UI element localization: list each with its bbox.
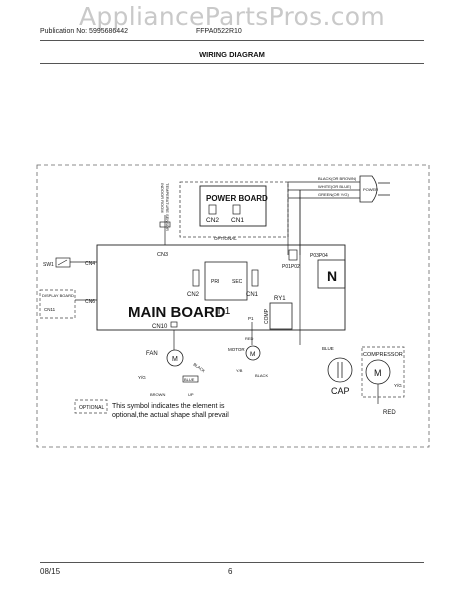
page-number: 6 — [228, 567, 233, 576]
cn3-label: CN3 — [157, 252, 168, 258]
cn2-lower-label: CN2 — [187, 292, 200, 298]
display-board-label: DISPLAY BOARD — [42, 293, 74, 298]
legend-text-line-1: This symbol indicates the element is — [112, 403, 225, 410]
title-rule — [40, 63, 424, 64]
model-number: FFPA0522R10 — [196, 28, 242, 35]
cn1-lower-connector — [251, 269, 259, 287]
main-board-label: MAIN BOARD — [128, 304, 226, 321]
outer-frame — [36, 164, 430, 448]
sensor-label-2: TEMPERATURE SENSOR — [165, 183, 170, 231]
compressor-red-label: RED — [383, 410, 396, 416]
fan-blue-label: BLUE — [184, 377, 195, 382]
motor-black-label: BLACK — [255, 373, 268, 378]
sw1-contact — [57, 259, 68, 266]
cn10-connector — [170, 321, 178, 328]
transformer-pri: PRI — [211, 279, 219, 285]
comp-relay-label: COMP — [264, 308, 270, 324]
compressor-label: COMPRESSOR — [363, 352, 403, 358]
power-board-label: POWER BOARD — [206, 194, 268, 203]
compressor-m: M — [374, 368, 382, 378]
sensor-label-1: INDOOR ROOM — [160, 183, 165, 213]
sensor-probe — [159, 221, 171, 228]
sw1-label: SW1 — [43, 262, 54, 268]
p03p04-label: P03P04 — [310, 253, 328, 259]
p01p02-connector — [288, 249, 298, 261]
fan-brown-label: BROWN — [150, 392, 165, 397]
swing-motor-m: M — [250, 351, 255, 358]
legend-optional-box — [74, 399, 108, 414]
power-wire-label-3: GREEN(OR Y/G) — [318, 192, 349, 197]
transformer-label: T 1 — [216, 306, 231, 317]
cn2-connector — [208, 204, 217, 215]
footer-date: 08/15 — [40, 567, 61, 576]
fan-up-label: UP — [188, 392, 194, 397]
motor-yb-label: Y/B — [236, 368, 243, 373]
power-plug-label: POWER — [363, 187, 378, 192]
power-wire-label-1: BLACK(OR BROWN) — [318, 176, 357, 181]
fan-motor-m: M — [172, 356, 178, 363]
power-board-box — [199, 185, 267, 227]
neutral-label: N — [327, 268, 337, 284]
footer-rule — [40, 562, 424, 563]
cn2-lower-connector — [192, 269, 200, 287]
page-title: WIRING DIAGRAM — [199, 50, 265, 59]
power-wire-label-2: WHITE(OR BLUE) — [318, 184, 352, 189]
sw1-switch — [55, 257, 71, 268]
fan-black-label: BLACK — [192, 362, 206, 374]
optional-label: OPTIONAL — [214, 236, 237, 241]
publication-label: Publication No: — [40, 28, 88, 35]
power-cn1-label: CN1 — [231, 217, 244, 224]
cn4-label: CN4 — [85, 261, 95, 267]
cn11-label: CN11 — [44, 307, 56, 312]
display-board-box — [39, 289, 76, 319]
motor-label: MOTOR — [228, 347, 245, 352]
power-cn2-label: CN2 — [206, 217, 219, 224]
power-board-optional-box — [179, 181, 289, 238]
transformer-sec: SEC — [232, 279, 243, 285]
fan-blue-box — [182, 375, 199, 383]
capacitor-icon — [327, 357, 353, 383]
cap-blue-label: BLUE — [322, 346, 334, 351]
transformer-box — [204, 261, 248, 301]
fan-label: FAN — [146, 351, 158, 357]
red-wire-label: RED — [245, 336, 254, 341]
legend-optional-tag: OPTIONAL — [79, 405, 105, 411]
relay-box — [269, 302, 293, 330]
compressor-yg-label: Y/G — [394, 383, 402, 388]
cap-label: CAP — [331, 386, 350, 396]
header-rule — [40, 40, 424, 41]
fan-yg-label: Y/G — [138, 375, 146, 380]
cn1-connector — [232, 204, 241, 215]
swing-motor-icon — [245, 345, 261, 361]
neutral-box — [317, 259, 346, 289]
cn10-label: CN10 — [152, 324, 168, 330]
compressor-box — [361, 346, 405, 398]
publication-value: 5995686442 — [89, 28, 128, 35]
p01p02-label: P01P02 — [282, 264, 300, 270]
power-plug-icon — [359, 175, 378, 203]
cn1-lower-label: CN1 — [246, 292, 259, 298]
site-watermark: AppliancePartsPros.com — [78, 2, 386, 31]
cn6-label: CN6 — [85, 299, 95, 305]
publication-number: Publication No: 5995686442 — [40, 28, 128, 35]
p1-label: P1 — [248, 316, 254, 321]
legend-text-line-2: optional,the actual shape shall prevail — [112, 412, 229, 419]
fan-motor-icon — [166, 349, 184, 367]
ry1-label: RY1 — [274, 296, 286, 302]
